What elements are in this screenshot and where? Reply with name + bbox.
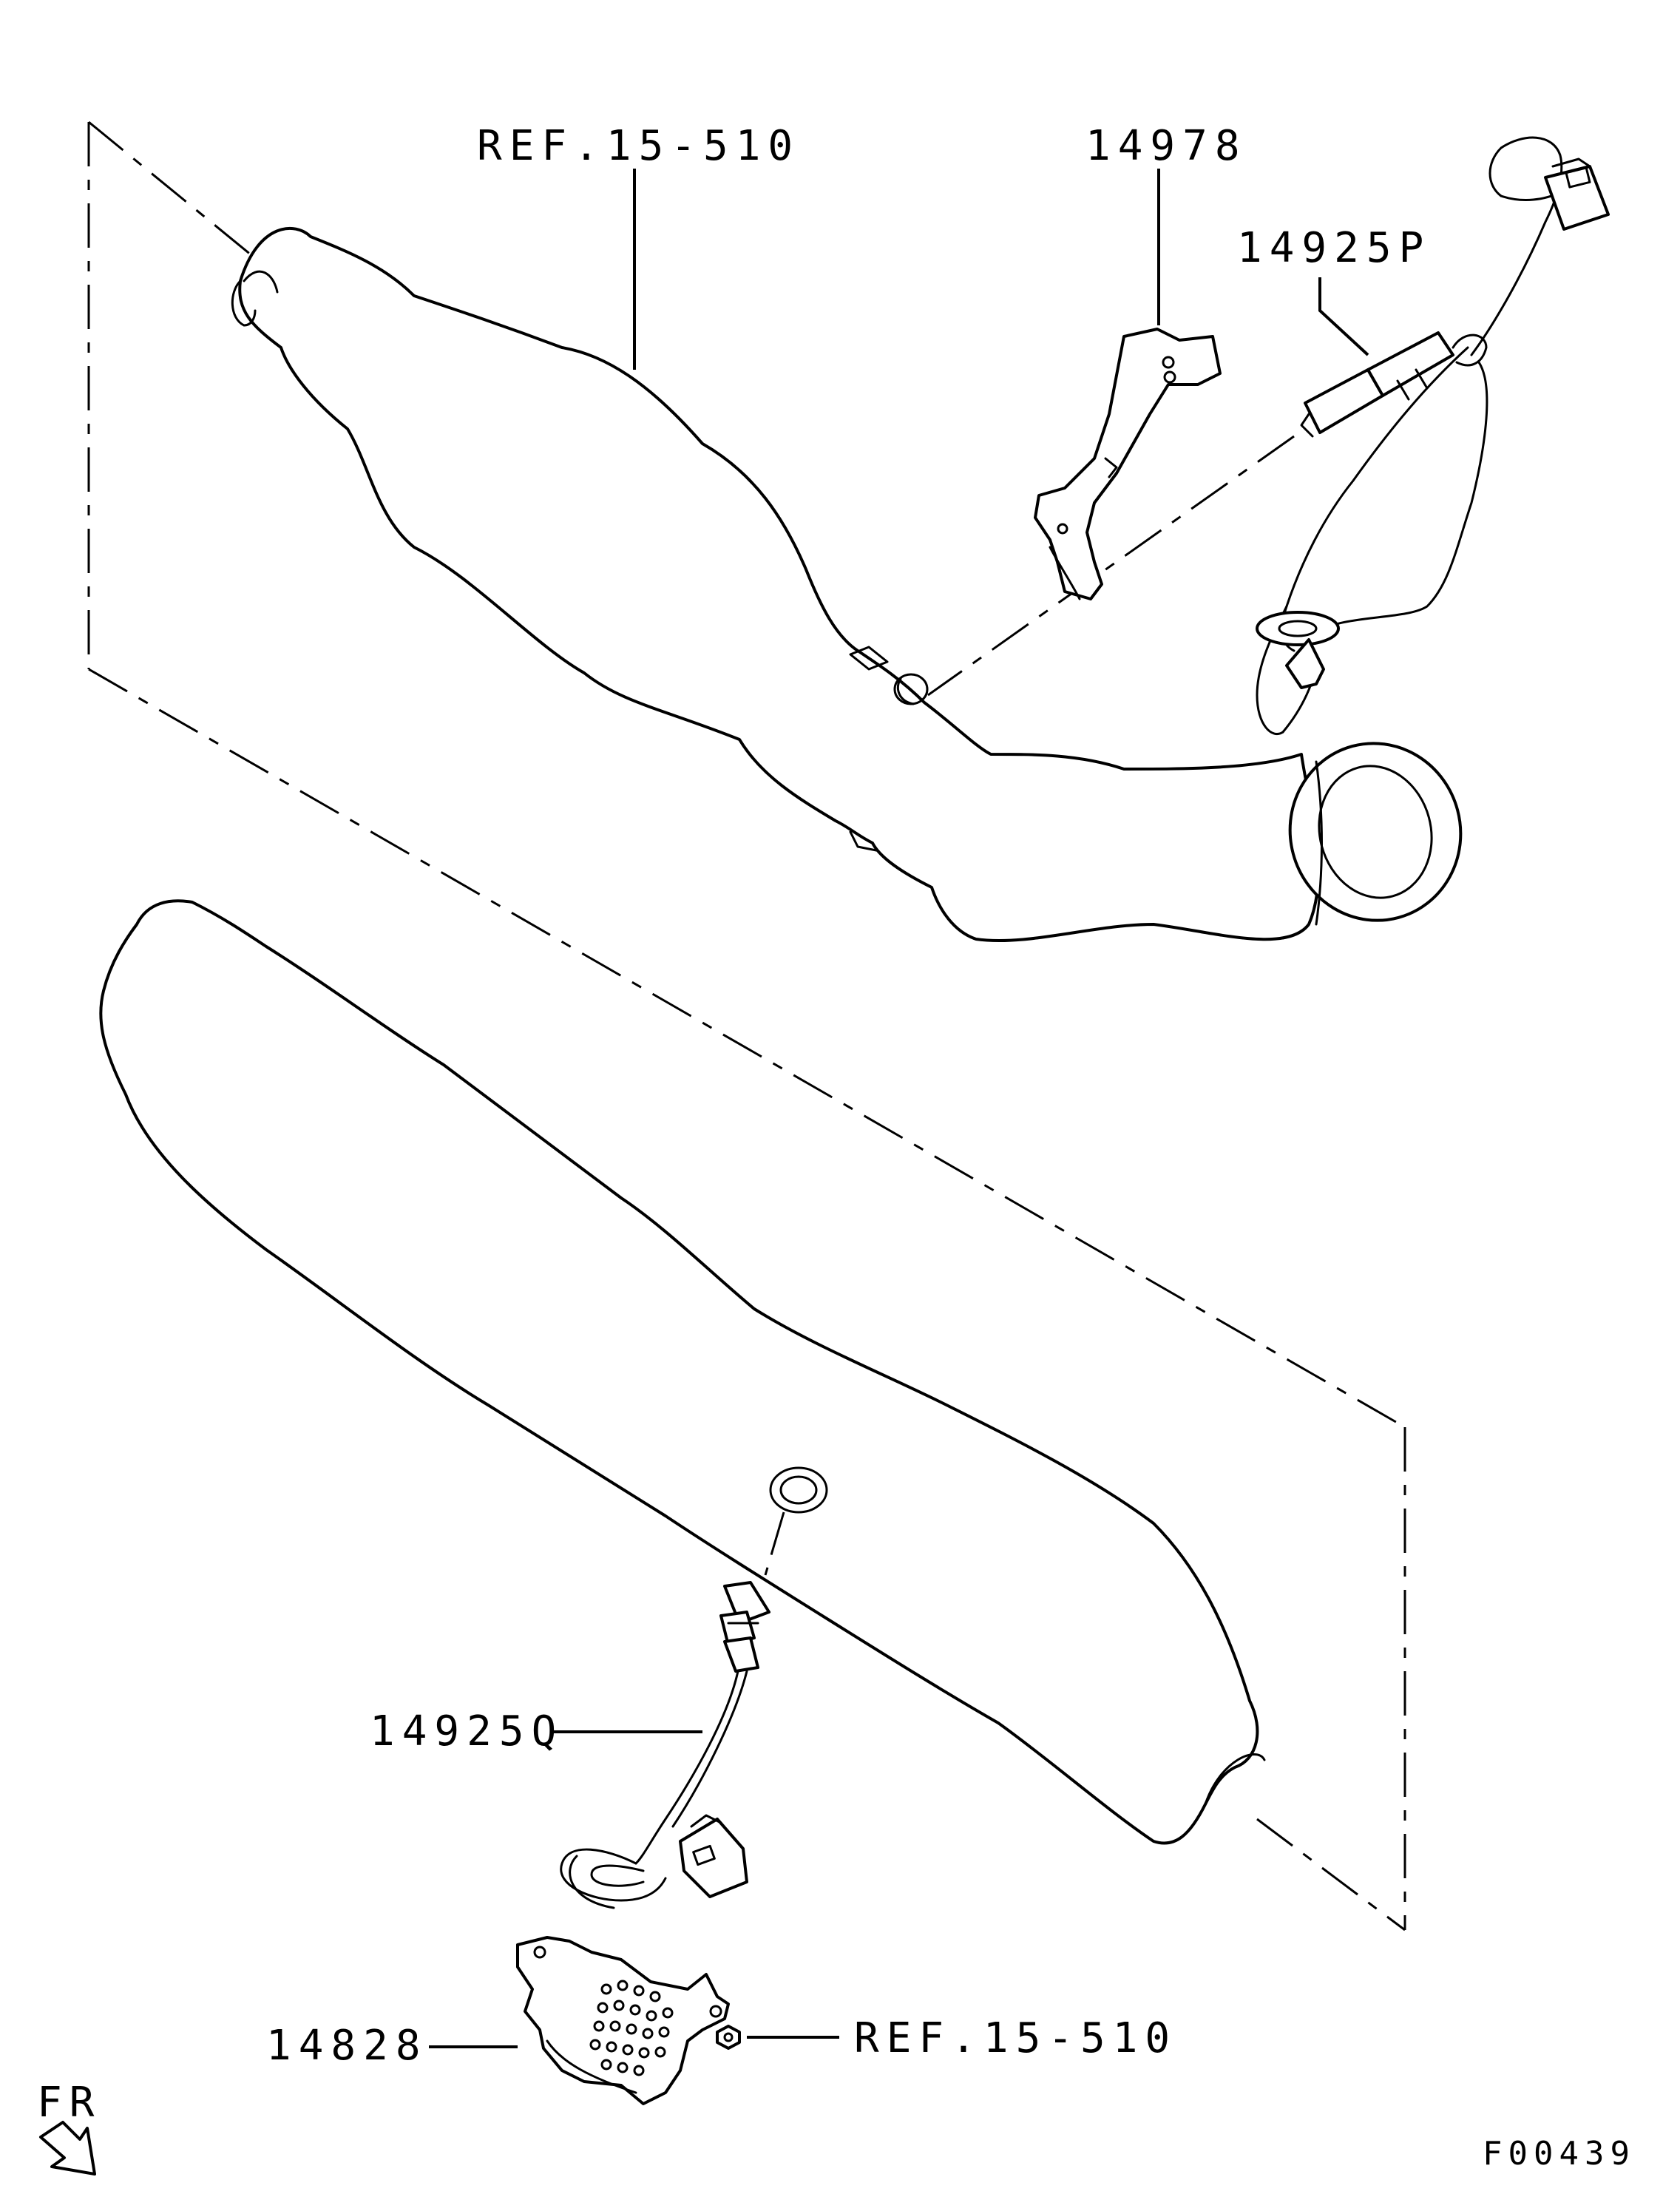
label-ref-top: REF.15-510 <box>477 122 800 170</box>
figure-code: F00439 <box>1483 2135 1636 2173</box>
front-direction-arrow-icon <box>39 2121 96 2176</box>
label-heat-shield-14828: 14828 <box>266 2022 428 2070</box>
label-direction-fr: FR <box>37 2079 101 2127</box>
alignment-lines <box>764 435 1295 1576</box>
upper-sensor-port <box>893 673 929 705</box>
heat-shield <box>516 1936 730 2105</box>
heat-shield-holes <box>589 1980 674 2076</box>
front-oxygen-sensor <box>1256 136 1610 735</box>
rear-oxygen-sensor <box>560 1581 770 1909</box>
label-rear-sensor-14925Q: 14925Q <box>370 1707 563 1755</box>
main-exhaust-pipe <box>99 899 1266 1845</box>
sensor-bracket <box>1034 328 1222 600</box>
label-bracket-14978: 14978 <box>1085 122 1247 170</box>
boundary-frame <box>87 121 1406 1931</box>
label-front-sensor-14925P: 14925P <box>1237 224 1431 272</box>
shield-nut <box>716 2025 741 2050</box>
leader-lines <box>429 169 1369 2048</box>
front-exhaust-pipe-catalytic-converter <box>231 226 1463 943</box>
label-ref-bottom: REF.15-510 <box>854 2014 1177 2062</box>
